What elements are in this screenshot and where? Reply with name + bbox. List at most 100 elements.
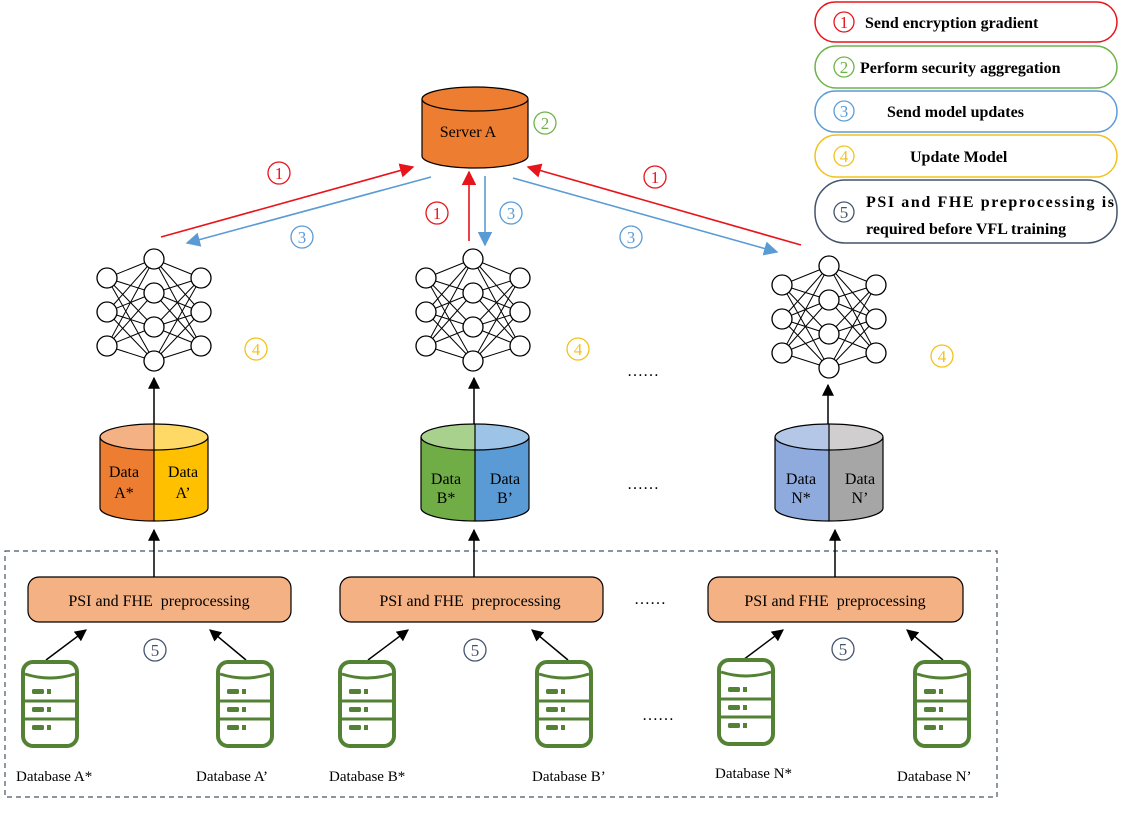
neuron-node bbox=[818, 357, 840, 379]
neuron-node bbox=[771, 274, 793, 296]
legend-item-5: 5 PSI and FHE preprocessing is required … bbox=[814, 179, 1118, 244]
arrow-update-left bbox=[185, 176, 432, 247]
neuron-node bbox=[771, 308, 793, 330]
ellipsis-data: …… bbox=[627, 476, 659, 493]
database-icon-a-prime bbox=[216, 660, 274, 748]
step-5-marker-a: 5 bbox=[143, 638, 167, 662]
svg-text:A*: A* bbox=[114, 485, 134, 502]
data-cylinder-n: Data N* Data N’ bbox=[774, 423, 884, 522]
svg-text:PSI and FHE preprocessing: PSI and FHE preprocessing bbox=[68, 593, 249, 610]
svg-text:3: 3 bbox=[298, 228, 307, 247]
svg-text:5: 5 bbox=[471, 641, 480, 660]
svg-text:Data: Data bbox=[490, 471, 520, 488]
legend-item-2: 2 Perform security aggregation bbox=[814, 45, 1118, 89]
neuron-node bbox=[462, 248, 484, 270]
neuron-node bbox=[143, 316, 165, 338]
legend-text: Update Model bbox=[910, 149, 1008, 166]
arrow-gradient-left bbox=[160, 163, 415, 238]
preprocessing-box-b: PSI and FHE preprocessing bbox=[339, 576, 604, 623]
neuron-node bbox=[818, 255, 840, 277]
neuron-node bbox=[865, 274, 887, 296]
neuron-node bbox=[865, 342, 887, 364]
svg-text:1: 1 bbox=[433, 204, 442, 223]
step-3-marker-right: 3 bbox=[619, 225, 643, 249]
svg-text:A’: A’ bbox=[175, 485, 190, 502]
step-1-marker-right: 1 bbox=[643, 165, 667, 189]
legend-item-1: 1 Send encryption gradient bbox=[814, 1, 1118, 43]
neuron-node bbox=[190, 301, 212, 323]
step-4-marker-a: 4 bbox=[244, 337, 268, 361]
neuron-node bbox=[96, 267, 118, 289]
step-3-marker-left: 3 bbox=[290, 225, 314, 249]
svg-text:B*: B* bbox=[437, 490, 456, 507]
database-label-b-prime: Database B’ bbox=[532, 769, 606, 785]
data-cylinder-b: Data B* Data B’ bbox=[420, 423, 530, 522]
svg-text:PSI and FHE preprocessing: PSI and FHE preprocessing bbox=[379, 593, 560, 610]
neuron-node bbox=[143, 282, 165, 304]
step-5-marker-n: 5 bbox=[831, 637, 855, 661]
svg-text:3: 3 bbox=[627, 228, 636, 247]
neuron-node bbox=[865, 308, 887, 330]
step-4-markers: 4 4 4 bbox=[244, 337, 954, 368]
svg-text:3: 3 bbox=[507, 204, 516, 223]
preprocessing-box-n: PSI and FHE preprocessing bbox=[707, 576, 964, 623]
step-1-marker-center: 1 bbox=[425, 201, 449, 225]
neuron-node bbox=[190, 335, 212, 357]
legend-text-line2: required before VFL training bbox=[866, 221, 1066, 238]
neuron-node bbox=[818, 323, 840, 345]
neural-network-b bbox=[415, 248, 531, 372]
neuron-node bbox=[96, 335, 118, 357]
svg-text:4: 4 bbox=[938, 347, 947, 366]
legend-item-3: 3 Send model updates bbox=[814, 90, 1118, 133]
ellipsis-preprocess: …… bbox=[634, 591, 666, 608]
svg-text:1: 1 bbox=[651, 168, 660, 187]
svg-text:Data: Data bbox=[431, 471, 461, 488]
database-icon-n-prime bbox=[913, 660, 971, 748]
legend-text: Send model updates bbox=[887, 104, 1024, 121]
database-to-preprocess-arrows bbox=[45, 629, 944, 661]
database-labels: Database A* Database A’ Database B* Data… bbox=[16, 766, 972, 785]
neuron-node bbox=[818, 289, 840, 311]
step-5-markers: 5 5 5 bbox=[143, 637, 855, 662]
svg-text:1: 1 bbox=[275, 164, 284, 183]
neuron-node bbox=[143, 350, 165, 372]
step-4-marker-b: 4 bbox=[566, 337, 590, 361]
step-3-marker-center: 3 bbox=[499, 201, 523, 225]
neuron-node bbox=[415, 301, 437, 323]
neuron-node bbox=[415, 267, 437, 289]
neuron-node bbox=[771, 342, 793, 364]
svg-text:B’: B’ bbox=[497, 490, 513, 507]
legend: 1 Send encryption gradient 2 Perform sec… bbox=[814, 1, 1118, 244]
neural-network-n bbox=[771, 255, 887, 379]
neuron-node bbox=[509, 301, 531, 323]
svg-text:5: 5 bbox=[151, 641, 160, 660]
server-a: Server A bbox=[421, 86, 529, 169]
step-2-marker: 2 bbox=[533, 111, 557, 135]
legend-text: Send encryption gradient bbox=[865, 15, 1039, 32]
svg-text:2: 2 bbox=[541, 114, 550, 133]
database-label-a-star: Database A* bbox=[16, 769, 92, 785]
database-label-b-star: Database B* bbox=[329, 769, 405, 785]
svg-text:Data: Data bbox=[786, 471, 816, 488]
neuron-node bbox=[143, 248, 165, 270]
step-markers: 1 3 1 3 1 3 bbox=[267, 161, 667, 249]
neuron-node bbox=[462, 350, 484, 372]
svg-text:4: 4 bbox=[574, 340, 583, 359]
svg-text:4: 4 bbox=[252, 340, 261, 359]
legend-item-4: 4 Update Model bbox=[814, 134, 1118, 178]
neural-network-a bbox=[96, 248, 212, 372]
preprocess-to-data-arrows bbox=[148, 528, 841, 577]
database-icon-b-star bbox=[338, 660, 396, 748]
svg-text:N*: N* bbox=[791, 490, 811, 507]
data-cylinder-a: Data A* Data A’ bbox=[99, 423, 209, 522]
arrow-update-right bbox=[512, 177, 779, 256]
neuron-node bbox=[509, 267, 531, 289]
svg-text:Data: Data bbox=[845, 471, 875, 488]
svg-text:N’: N’ bbox=[852, 490, 869, 507]
svg-text:5: 5 bbox=[839, 640, 848, 659]
step-4-marker-n: 4 bbox=[930, 344, 954, 368]
database-icon-n-star bbox=[717, 658, 775, 746]
legend-num: 2 bbox=[840, 58, 849, 77]
database-label-n-star: Database N* bbox=[715, 766, 792, 782]
